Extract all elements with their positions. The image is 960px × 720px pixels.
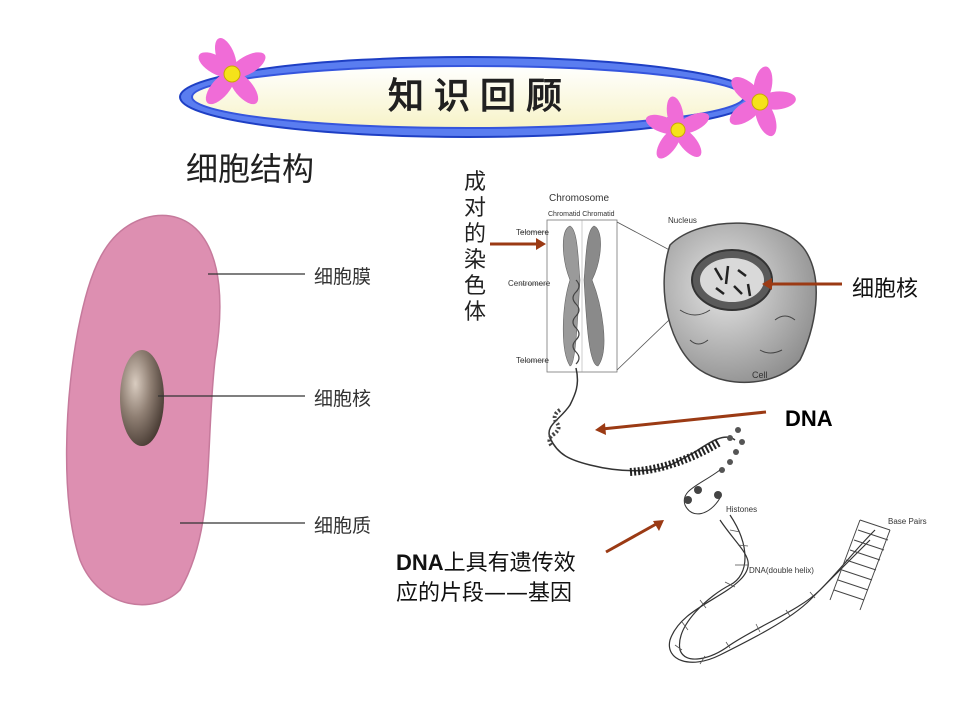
nucleus-shape bbox=[120, 350, 164, 446]
telomere-bottom-label: Telomere bbox=[516, 356, 549, 365]
chromatid-label: Chromatid Chromatid bbox=[548, 211, 615, 218]
beads-string bbox=[683, 469, 721, 515]
banner-title: 知识回顾 bbox=[387, 75, 572, 117]
histone-beads bbox=[719, 427, 745, 473]
dna-double-helix-label: DNA(double helix) bbox=[749, 566, 814, 575]
cell-diagram bbox=[65, 214, 305, 606]
gene-arrowhead bbox=[653, 520, 664, 531]
banner-graphic bbox=[179, 38, 796, 159]
base-pair-ladder bbox=[674, 529, 816, 665]
chromatin-coil bbox=[572, 279, 580, 365]
gene-line2: 应的片段——基因 bbox=[396, 581, 573, 606]
telomere-top-label: Telomere bbox=[516, 228, 549, 237]
cell-nucleus-label: 细胞核 bbox=[314, 388, 372, 410]
dna-arrowhead bbox=[595, 423, 606, 435]
mini-chromosomes bbox=[713, 265, 752, 297]
cell-small-label: Cell bbox=[752, 370, 768, 380]
section-title: 细胞结构 bbox=[186, 150, 315, 188]
nucleus-small-label: Nucleus bbox=[668, 216, 697, 225]
nucleus-label: 细胞核 bbox=[852, 277, 919, 302]
gene-arrow bbox=[605, 521, 659, 554]
gene-dna-bold: DNA bbox=[396, 550, 444, 575]
chromatid-right bbox=[583, 225, 605, 367]
gene-line1: 上具有遗传效 bbox=[443, 551, 576, 576]
gene-definition: DNA上具有遗传效 应的片段——基因 bbox=[396, 548, 646, 609]
flower-icon bbox=[198, 38, 266, 105]
flower-icon bbox=[645, 96, 710, 159]
dna-arrow bbox=[601, 410, 767, 431]
base-pairs-label: Base Pairs bbox=[888, 517, 927, 526]
dna-label: DNA bbox=[785, 406, 833, 431]
cell-cytoplasm-label: 细胞质 bbox=[314, 515, 372, 537]
chromosome-dna-figure bbox=[490, 219, 891, 665]
nucleus-arrowhead bbox=[762, 278, 772, 290]
base-pair-zoom bbox=[829, 519, 891, 611]
flower-icon bbox=[729, 66, 796, 137]
histones-label: Histones bbox=[726, 505, 758, 514]
chromatid-left bbox=[562, 225, 581, 367]
cell-membrane-label: 细胞膜 bbox=[314, 266, 372, 288]
double-helix bbox=[668, 514, 876, 663]
chromosome-title: Chromosome bbox=[549, 193, 610, 204]
centromere-label: Centromere bbox=[508, 279, 551, 288]
paired-chromosome-label: 成对的染色体 bbox=[463, 170, 486, 325]
chromosome-arrowhead bbox=[536, 238, 546, 250]
solenoid bbox=[629, 438, 723, 476]
